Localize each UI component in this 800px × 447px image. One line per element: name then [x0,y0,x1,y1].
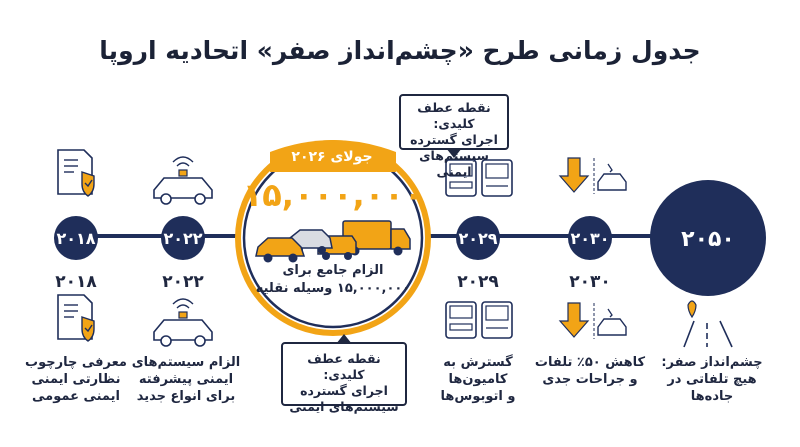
desc-2018-line: نظارتی ایمنی [31,372,121,387]
desc-2029-line: گسترش به [443,355,513,370]
center-text-line2: ۱۵,۰۰۰,۰۰۰ وسیله نقلیه [255,281,411,296]
desc-2050-line: هیچ تلفاتی در [667,372,757,387]
desc-2050-line: جاده‌ها [690,389,734,404]
node-2050 [650,180,766,296]
down-arrow-crash-icon [558,157,627,194]
desc-2022: الزام سیستم‌های ایمنی پیشرفته برای انواع… [130,354,242,405]
node-year-2029: ۲۰۲۹ [458,229,497,248]
desc-2018-line: ایمنی عمومی [32,389,120,404]
callout-line: اجرای گسترده [300,383,388,398]
callout-line: نقطه عطف کلیدی: [417,100,491,131]
node-year-2050: ۲۰۵۰ [681,227,735,252]
center-big-number: ۱۵,۰۰۰,۰۰۰ [242,176,424,214]
desc-2030-line: و جراحات جدی [542,372,638,387]
node-year-2030: ۲۰۳۰ [570,229,609,248]
callout-line: اجرای گسترده [410,132,498,147]
node-2022 [161,216,205,260]
node-year-2022: ۲۰۲۲ [163,229,202,248]
center-description: الزام جامع برای ۱۵,۰۰۰,۰۰۰ وسیله نقلیه [250,262,416,298]
vehicles-icon [255,220,411,263]
desc-2029: گسترش به کامیون‌ها و اتوبوس‌ها [428,354,528,405]
desc-2018-line: معرفی چارچوب [25,355,127,370]
desc-2029-line: و اتوبوس‌ها [440,389,516,404]
desc-2018: معرفی چارچوب نظارتی ایمنی ایمنی عمومی [20,354,132,405]
node-2030 [568,216,612,260]
document-shield-icon [57,149,95,197]
callout-line: نقطه عطف کلیدی: [307,351,381,382]
document-shield-icon-bottom [57,294,95,342]
center-date: جولای ۲۰۲۶ [291,149,373,165]
desc-2029-line: کامیون‌ها [448,372,508,387]
down-arrow-crash-icon-bottom [558,302,627,339]
below-year-2018: ۲۰۱۸ [55,272,97,292]
page-title: جدول زمانی طرح «چشم‌انداز صفر» اتحادیه ا… [99,36,701,65]
truck-bus-icon [445,159,513,197]
connected-car-icon-bottom [153,298,213,347]
callout-line: سیستم‌های ایمنی [289,399,399,414]
desc-2022-line: الزام سیستم‌های [131,355,241,370]
connected-car-icon [153,156,213,205]
desc-2030: کاهش ۵۰٪ تلفات و جراحات جدی [534,354,646,388]
desc-2022-line: برای انواع جدید [136,389,236,404]
road-icon [683,300,733,348]
desc-2050: چشم‌انداز صفر: هیچ تلفاتی در جاده‌ها [652,354,772,405]
below-year-2030: ۲۰۳۰ [569,272,611,292]
callout-key-milestone-top: نقطه عطف کلیدی: اجرای گسترده سیستم‌های ا… [399,94,509,179]
center-text-line1: الزام جامع برای [282,263,384,278]
callout-line: سیستم‌های ایمنی [419,148,489,179]
desc-2050-line: چشم‌انداز صفر: [661,355,763,370]
node-year-2018: ۲۰۱۸ [56,229,95,248]
desc-2030-line: کاهش ۵۰٪ تلفات [534,355,646,370]
truck-bus-icon-bottom [445,301,513,339]
center-date-banner [270,140,396,172]
node-2029 [456,216,500,260]
desc-2022-line: ایمنی پیشرفته [138,372,234,387]
node-2018 [54,216,98,260]
callout-key-milestone-bottom: نقطه عطف کلیدی: اجرای گسترده سیستم‌های ا… [281,334,407,414]
below-year-2029: ۲۰۲۹ [457,272,499,292]
below-year-2022: ۲۰۲۲ [162,272,204,292]
